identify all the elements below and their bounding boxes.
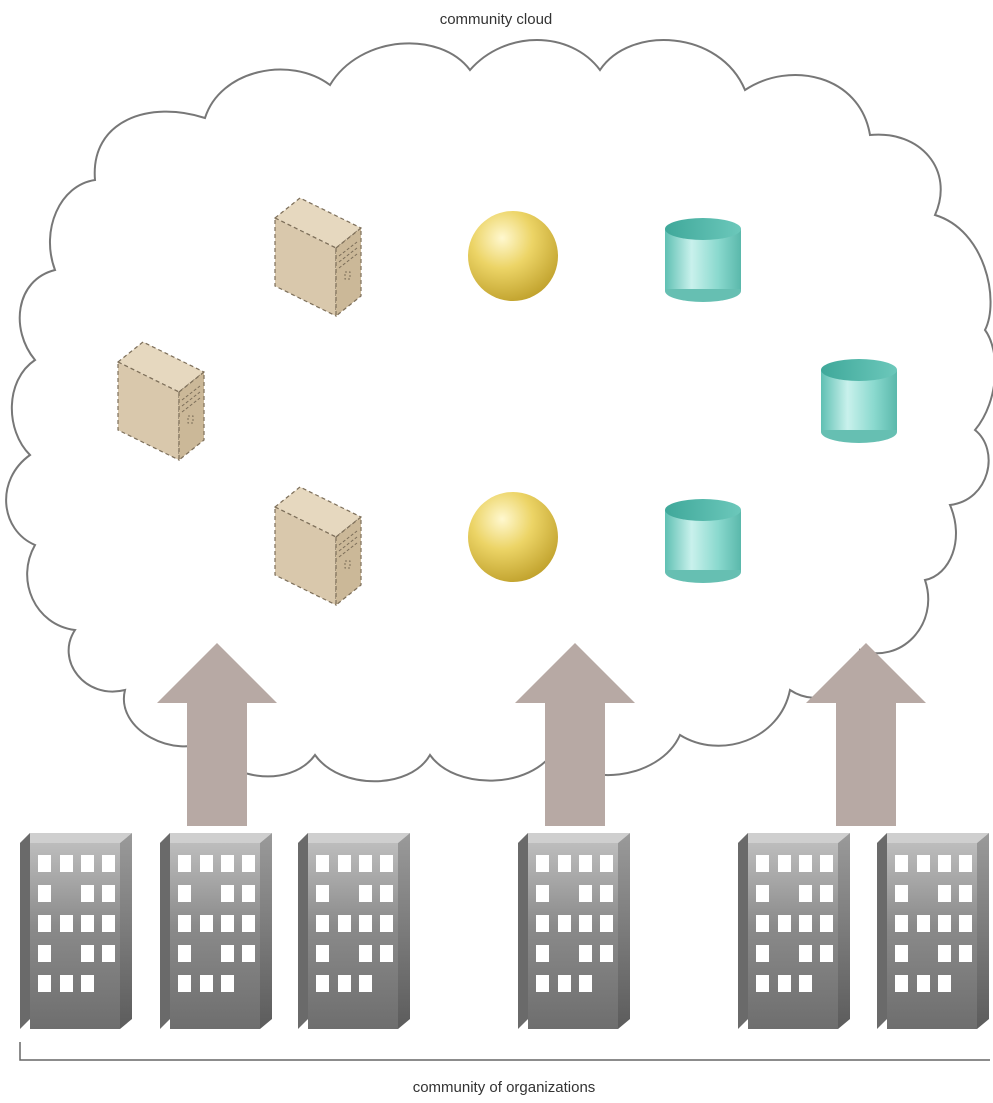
organization-building-icon [877,833,989,1029]
database-icon [821,359,897,443]
database-icon [665,218,741,302]
organization-building-icon [298,833,410,1029]
organizations-bracket [19,1042,990,1061]
service-sphere-icon [468,211,558,301]
organizations-label: community of organizations [413,1079,596,1096]
diagram-title: community cloud [440,11,553,28]
organization-building-icon [160,833,272,1029]
organization-building-icon [738,833,850,1029]
service-sphere-icon [468,492,558,582]
organization-building-icon [518,833,630,1029]
organization-building-icon [20,833,132,1029]
database-icon [665,499,741,583]
